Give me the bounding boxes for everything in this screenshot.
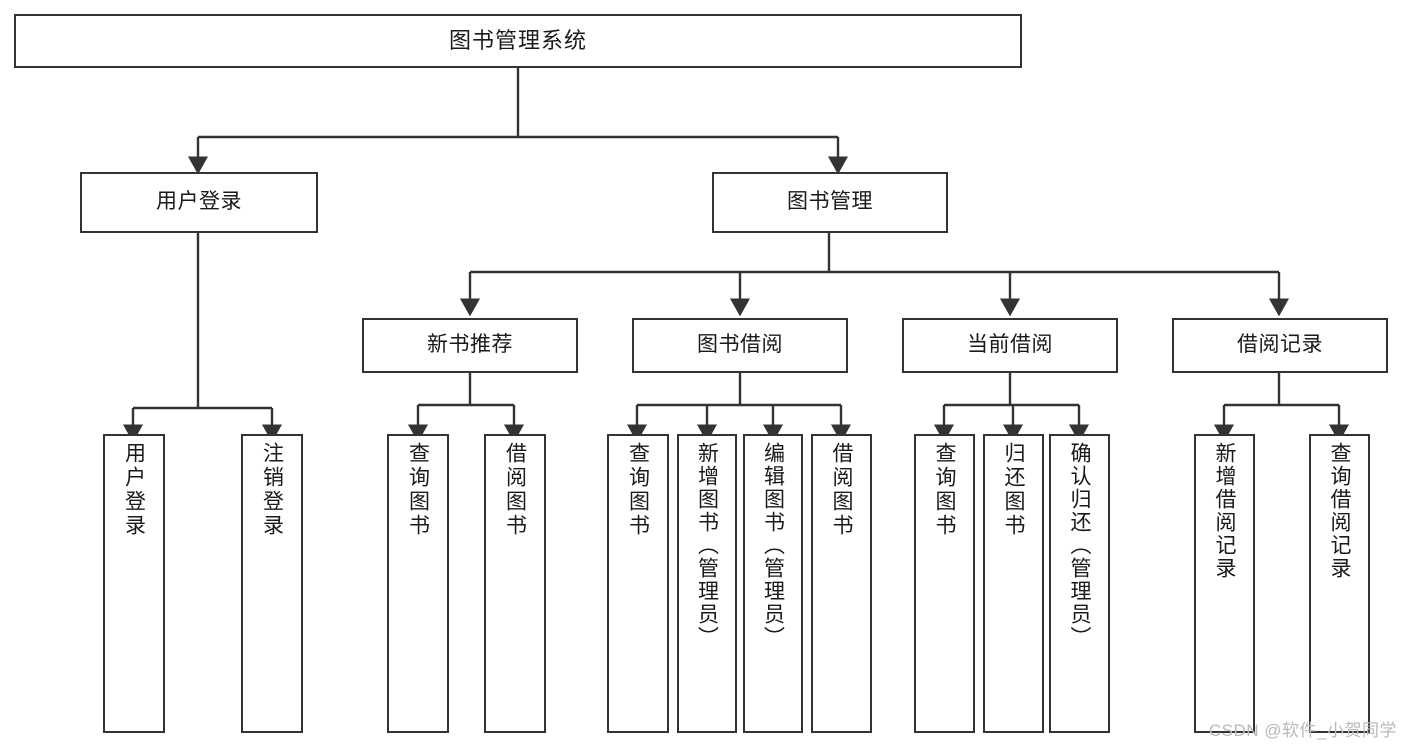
node-label: 借阅记录 — [1237, 333, 1323, 357]
leaf-query-book-new[interactable]: 查询图书 — [387, 434, 449, 733]
node-label: 新增图书（管理员） — [695, 442, 719, 649]
node-user-login[interactable]: 用户登录 — [80, 172, 318, 233]
leaf-query-book-current[interactable]: 查询图书 — [914, 434, 975, 733]
node-label: 归还图书 — [1002, 442, 1025, 538]
leaf-edit-book-admin[interactable]: 编辑图书（管理员） — [743, 434, 803, 733]
leaf-confirm-return-admin[interactable]: 确认归还（管理员） — [1049, 434, 1110, 733]
leaf-logout-login[interactable]: 注销登录 — [241, 434, 303, 733]
node-label: 新增借阅记录 — [1213, 442, 1236, 580]
node-label: 当前借阅 — [967, 333, 1053, 357]
node-label: 查询图书 — [406, 442, 430, 538]
node-label: 图书管理系统 — [448, 27, 587, 53]
node-label: 查询借阅记录 — [1328, 442, 1351, 580]
node-label: 查询图书 — [626, 442, 650, 538]
leaf-query-borrow-record[interactable]: 查询借阅记录 — [1309, 434, 1370, 733]
node-label: 图书借阅 — [697, 333, 783, 357]
node-label: 用户登录 — [156, 190, 242, 214]
node-label: 查询图书 — [933, 442, 956, 538]
node-root-system[interactable]: 图书管理系统 — [14, 14, 1022, 68]
node-label: 借阅图书 — [503, 442, 527, 538]
leaf-add-borrow-record[interactable]: 新增借阅记录 — [1194, 434, 1255, 733]
leaf-user-login[interactable]: 用户登录 — [103, 434, 165, 733]
node-label: 确认归还（管理员） — [1068, 442, 1091, 649]
leaf-add-book-admin[interactable]: 新增图书（管理员） — [677, 434, 737, 733]
node-book-management[interactable]: 图书管理 — [712, 172, 948, 233]
node-borrow-record[interactable]: 借阅记录 — [1172, 318, 1388, 373]
node-current-borrow[interactable]: 当前借阅 — [902, 318, 1118, 373]
leaf-return-book[interactable]: 归还图书 — [983, 434, 1044, 733]
node-new-book-recommend[interactable]: 新书推荐 — [362, 318, 578, 373]
leaf-borrow-book[interactable]: 借阅图书 — [811, 434, 872, 733]
node-label: 编辑图书（管理员） — [761, 442, 785, 649]
node-label: 借阅图书 — [830, 442, 853, 538]
node-label: 注销登录 — [260, 442, 284, 538]
node-label: 用户登录 — [122, 442, 146, 538]
watermark-text: CSDN @软件_小贺同学 — [1208, 721, 1397, 740]
node-label: 新书推荐 — [427, 333, 513, 357]
node-label: 图书管理 — [787, 190, 873, 214]
leaf-borrow-book-new[interactable]: 借阅图书 — [484, 434, 546, 733]
node-book-borrow[interactable]: 图书借阅 — [632, 318, 848, 373]
leaf-query-book-borrow[interactable]: 查询图书 — [607, 434, 669, 733]
